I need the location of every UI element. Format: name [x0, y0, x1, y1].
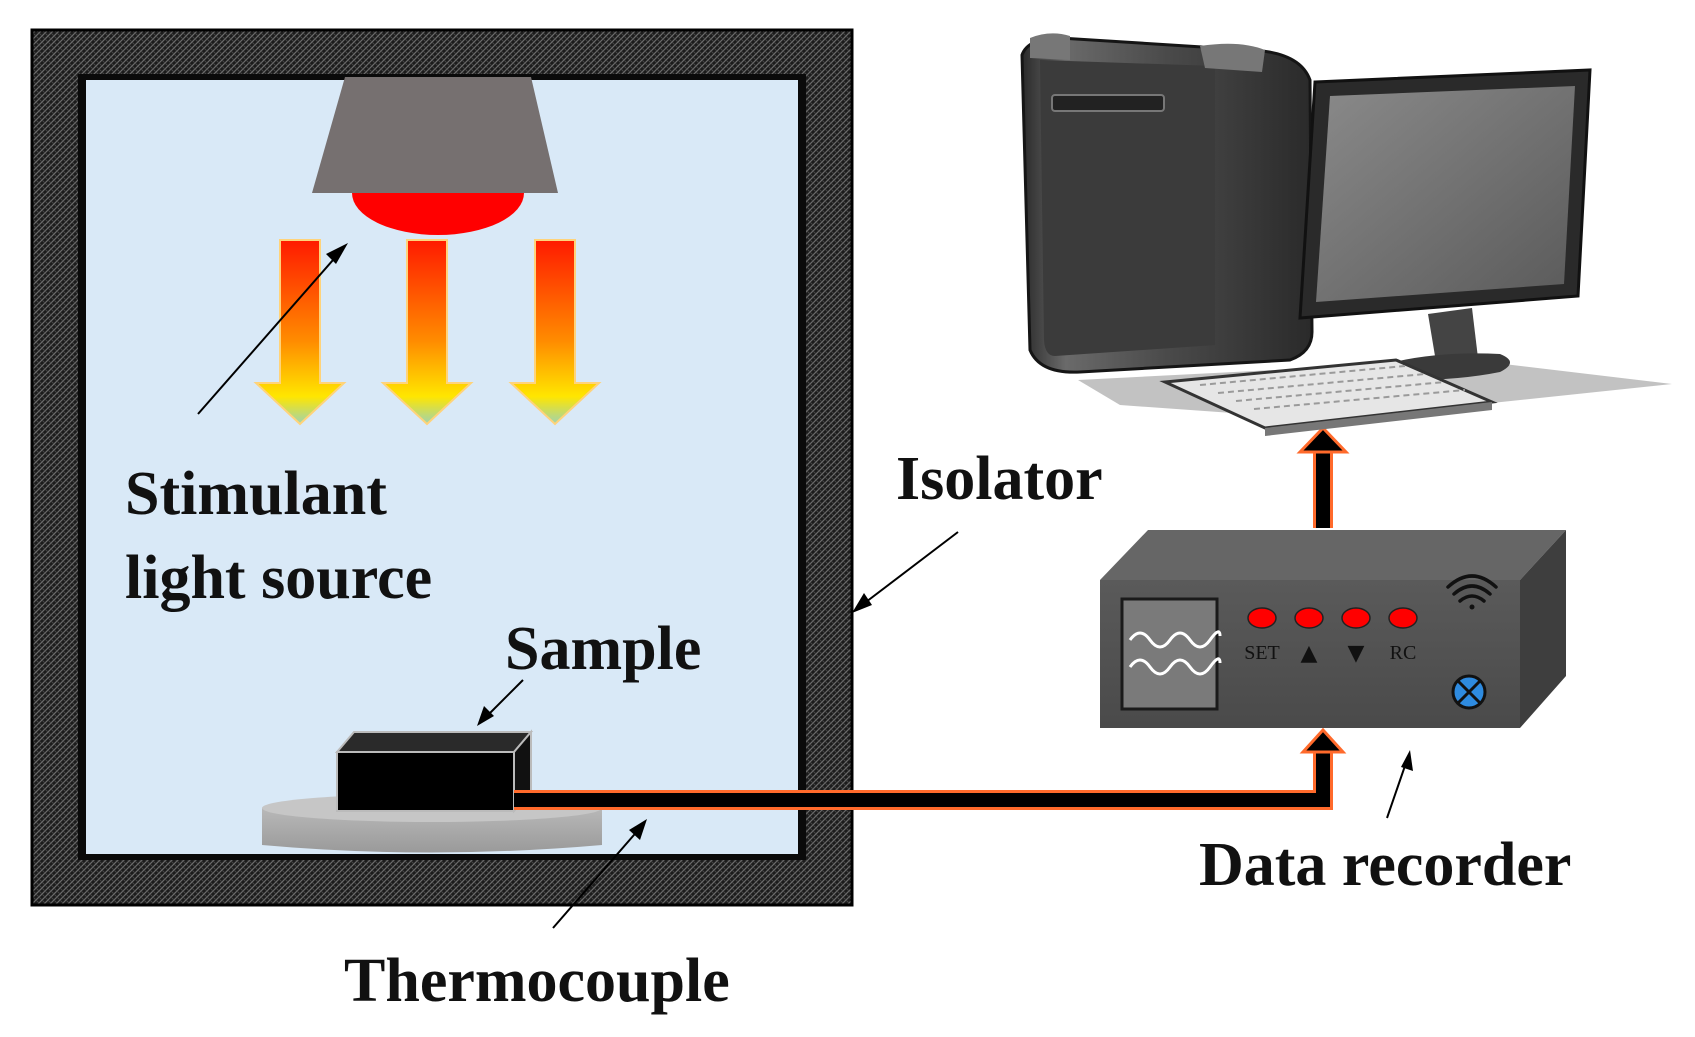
link-arrowhead — [1296, 425, 1350, 454]
pointer-arrows — [197, 243, 1413, 929]
sample-pointer-arrow — [477, 679, 524, 726]
sample-block — [334, 729, 534, 814]
data-recorder-device: SET ▲ ▼ RC — [1100, 530, 1566, 728]
down-button-label: ▼ — [1348, 641, 1365, 666]
thermocouple-label: Thermocouple — [344, 947, 730, 1015]
recorder-to-computer-link — [1296, 425, 1350, 528]
down-button[interactable] — [1341, 607, 1371, 629]
recorder-buttons: SET ▲ ▼ RC — [1244, 607, 1418, 666]
stimulant-label-line1: Stimulant — [125, 460, 387, 528]
rc-button[interactable] — [1388, 607, 1418, 629]
recorder-pointer-arrow — [1386, 750, 1413, 819]
stimulant-label-line2: light source — [125, 544, 433, 612]
thermocouple-wire — [514, 727, 1347, 810]
recorder-top — [1100, 530, 1566, 580]
wifi-icon — [1446, 574, 1498, 610]
recorder-side — [1520, 530, 1566, 728]
set-button[interactable] — [1247, 607, 1277, 629]
light-beam-arrow — [508, 239, 602, 426]
computer-tower — [1020, 33, 1314, 374]
sample-label: Sample — [505, 615, 702, 683]
wire-arrowhead — [1299, 727, 1347, 754]
set-button-label: SET — [1244, 642, 1280, 664]
oscilloscope-wave-icon — [1120, 597, 1222, 711]
light-beam-arrow — [253, 239, 347, 426]
stimulant-pointer-arrow — [197, 243, 348, 415]
isolator-pointer-arrow — [852, 531, 959, 613]
isolator-label: Isolator — [896, 445, 1103, 513]
close-circle-icon[interactable] — [1451, 674, 1487, 710]
up-button-label: ▲ — [1301, 641, 1318, 666]
up-button[interactable] — [1294, 607, 1324, 629]
computer-monitor — [1298, 68, 1592, 380]
computer-keyboard — [1159, 358, 1498, 436]
stimulant-light-source-label: Stimulant light source — [125, 452, 432, 620]
stimulant-light-source — [253, 77, 602, 426]
rc-button-label: RC — [1390, 642, 1417, 664]
thermocouple-pointer-arrow — [552, 819, 647, 929]
light-beam-arrow — [380, 239, 474, 426]
light-beams — [253, 239, 602, 426]
desktop-computer-icon — [1020, 33, 1672, 436]
data-recorder-label: Data recorder — [1199, 831, 1572, 899]
lamp-housing — [312, 77, 558, 193]
